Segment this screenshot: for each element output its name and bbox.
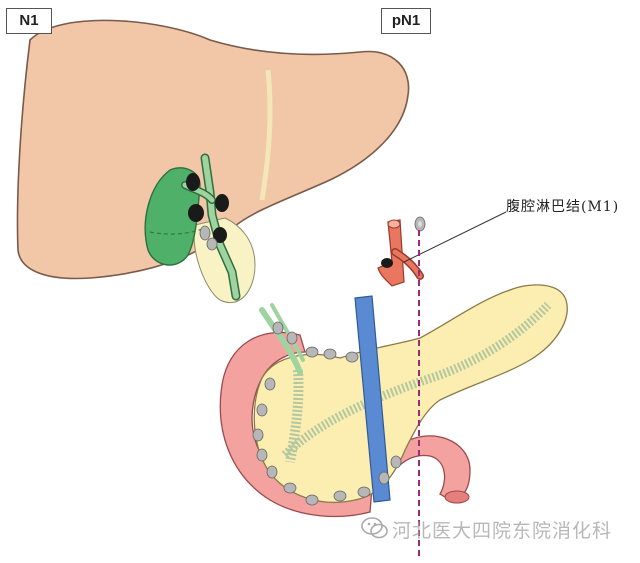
lymph-node	[257, 449, 267, 461]
lymph-node	[306, 495, 318, 505]
lymph-node	[267, 466, 277, 478]
lymph-node	[273, 322, 283, 334]
lymph-node	[379, 472, 389, 484]
lymph-node	[358, 487, 370, 497]
metastatic-node	[215, 194, 229, 212]
lymph-node	[324, 349, 336, 359]
n1-tag: N1	[6, 8, 52, 34]
metastatic-node	[186, 173, 200, 191]
lymph-node	[200, 226, 210, 240]
lymph-node	[265, 378, 275, 390]
pancreas	[254, 285, 567, 502]
jejunum-opening	[445, 491, 469, 503]
lymph-node	[253, 429, 263, 441]
lymph-node	[207, 238, 217, 250]
celiac-node-label: 腹腔淋巴结(M1)	[506, 196, 619, 216]
wechat-logo-icon	[360, 515, 390, 541]
metastatic-node	[381, 258, 393, 268]
lymph-node	[391, 456, 401, 468]
lymph-node	[257, 404, 267, 416]
artery-origin	[388, 220, 400, 228]
jejunum	[400, 436, 470, 500]
metastatic-node	[188, 204, 204, 222]
lymph-node	[306, 347, 318, 357]
watermark-text: 河北医大四院东院消化科	[392, 516, 612, 543]
lymph-node	[284, 483, 296, 493]
lymph-node	[334, 491, 346, 501]
lymph-node	[287, 332, 297, 344]
pn1-tag: pN1	[381, 8, 431, 34]
lymph-node	[346, 352, 358, 362]
